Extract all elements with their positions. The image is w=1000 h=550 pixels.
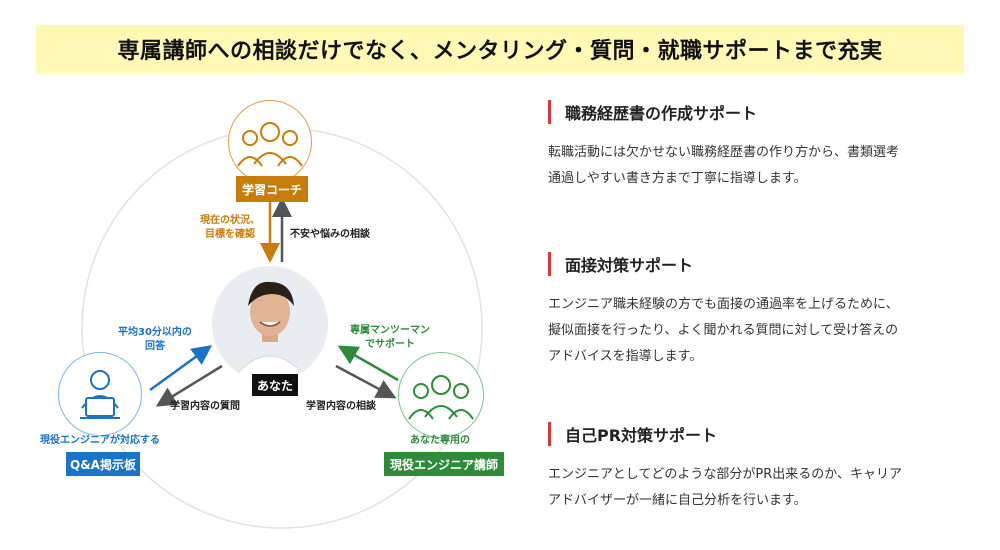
edge-you-to-mentor: 学習内容の相談 <box>306 401 376 412</box>
coach-group-icon <box>237 122 303 167</box>
section-resume: 職務経歴書の作成サポート 転職活動には欠かせない職務経歴書の作り方から、書類選考… <box>548 100 978 192</box>
you-node <box>212 266 328 382</box>
section-body: 転職活動には欠かせない職務経歴書の作り方から、書類選考 通過しやすい書き方まで丁… <box>548 145 900 186</box>
you-label: あなた <box>252 374 298 396</box>
engineer-laptop-icon <box>80 370 120 419</box>
section-title: 職務経歴書の作成サポート <box>548 100 978 124</box>
arrow-mentor-to-you <box>337 345 399 382</box>
section-body: エンジニア職未経験の方でも面接の通過率を上げるために、 擬似面接を行ったり、よく… <box>548 297 899 364</box>
arrow-qa-to-you <box>149 345 213 392</box>
qa-node <box>58 352 142 436</box>
headline-text: 専属講師への相談だけでなく、メンタリング・質問・就職サポートまで充実 <box>117 39 883 64</box>
edge-you-to-coach: 不安や悩みの相談 <box>290 229 370 240</box>
section-title: 自己PR対策サポート <box>548 422 978 446</box>
mentor-caption: あなた専用の <box>410 435 470 446</box>
edge-qa-to-you: 平均30分以内の 回答 <box>118 327 192 352</box>
section-self-pr: 自己PR対策サポート エンジニアとしてどのような部分がPR出来るのか、キャリア … <box>548 422 978 514</box>
coach-node <box>228 100 312 184</box>
qa-label: Q&A掲示板 <box>66 452 140 476</box>
edge-coach-to-you: 現在の状況、 目標を確認 <box>200 215 260 240</box>
person-photo-icon <box>212 266 328 382</box>
engineer-group-icon <box>408 375 474 420</box>
coach-label: 学習コーチ <box>236 176 308 202</box>
mentor-node <box>398 352 484 438</box>
support-diagram: 学習コーチ 現在の状況、 目標を確認 不安や悩みの相談 あなた 現役エンジニアが… <box>0 90 520 550</box>
section-body: エンジニアとしてどのような部分がPR出来るのか、キャリア アドバイザーが一緒に自… <box>548 467 902 508</box>
edge-you-to-qa: 学習内容の質問 <box>170 401 240 412</box>
section-title: 面接対策サポート <box>548 252 978 276</box>
edge-mentor-to-you: 専属マンツーマン でサポート <box>350 325 430 350</box>
arrow-you-to-qa <box>155 364 223 407</box>
arrow-you-to-mentor <box>335 364 397 399</box>
section-interview: 面接対策サポート エンジニア職未経験の方でも面接の通過率を上げるために、 擬似面… <box>548 252 978 370</box>
qa-caption: 現役エンジニアが対応する <box>40 435 160 446</box>
headline-banner: 専属講師への相談だけでなく、メンタリング・質問・就職サポートまで充実 <box>36 25 964 73</box>
mentor-label: 現役エンジニア講師 <box>384 452 504 476</box>
